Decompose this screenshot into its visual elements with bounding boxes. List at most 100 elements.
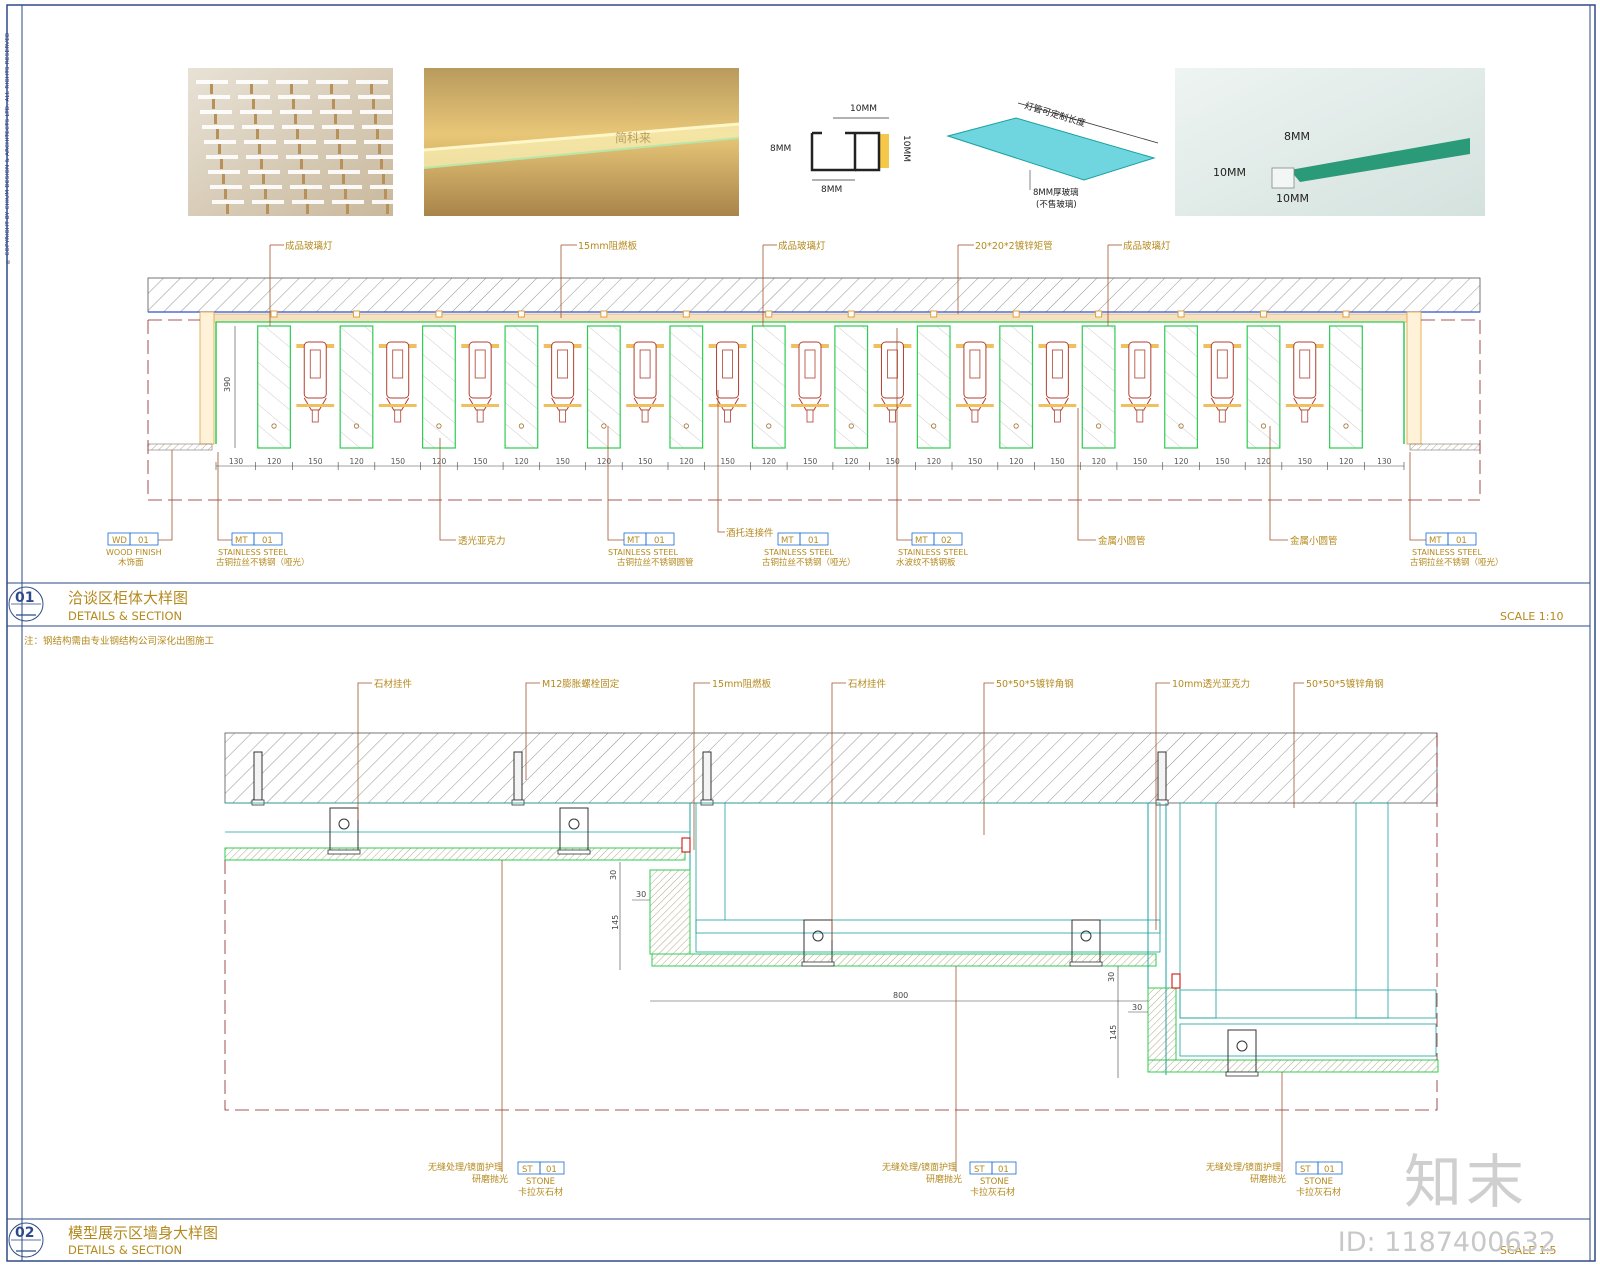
s2-dim-30d: 30 xyxy=(1132,1003,1142,1012)
svg-text:STONE: STONE xyxy=(980,1177,1009,1187)
svg-text:成品玻璃灯: 成品玻璃灯 xyxy=(1123,240,1171,252)
s2-title-cn: 模型展示区墙身大样图 xyxy=(68,1224,218,1242)
steel-tube xyxy=(1012,310,1020,318)
metal-tube xyxy=(931,423,937,429)
wine-bottle xyxy=(551,341,575,399)
acrylic-panel xyxy=(1329,325,1363,449)
svg-text:研磨抛光: 研磨抛光 xyxy=(926,1173,962,1185)
svg-text:STAINLESS STEEL: STAINLESS STEEL xyxy=(898,548,968,557)
anchor-bolt xyxy=(253,751,263,801)
s1-dim-23: 120 xyxy=(1174,457,1189,466)
s2-scale: SCALE 1:5 xyxy=(1500,1244,1556,1257)
profile-right-dim: 10MM xyxy=(901,135,911,162)
s1-dim-21: 120 xyxy=(1092,457,1107,466)
s1-note-acrylic: 透光亚克力 xyxy=(439,438,506,547)
s1-dim-5: 120 xyxy=(432,457,447,466)
s2-stone-tag-2: 无缝处理/镜面护理 研磨抛光 ST 01 STONE 卡拉灰石材 xyxy=(882,966,1017,1198)
anchor-bolt xyxy=(1157,751,1167,801)
photo-dim-10-bottom: 10MM xyxy=(1276,192,1309,205)
section-02-wall: 30 30 145 800 30 30 145 xyxy=(224,732,1439,1111)
wine-bottle xyxy=(716,341,740,399)
reference-photo-glass-edge: 8MM 10MM 10MM xyxy=(1175,68,1485,216)
svg-text:50*50*5镀锌角钢: 50*50*5镀锌角钢 xyxy=(1306,678,1384,690)
steel-tube xyxy=(1260,310,1268,318)
wine-bottle xyxy=(633,341,657,399)
reference-photo-glass-light: 简科来 xyxy=(423,68,740,216)
svg-text:STAINLESS STEEL: STAINLESS STEEL xyxy=(1412,548,1482,557)
steel-tube xyxy=(1095,310,1103,318)
s1-tag-wood: WD 01 WOOD FINISH 木饰面 xyxy=(106,450,173,568)
wine-bottle xyxy=(1210,341,1234,399)
s2-dim-800: 800 xyxy=(893,991,908,1000)
s1-dim-3: 120 xyxy=(349,457,364,466)
metal-tube xyxy=(436,423,442,429)
svg-text:研磨抛光: 研磨抛光 xyxy=(472,1173,508,1185)
svg-text:石材挂件: 石材挂件 xyxy=(374,678,413,690)
s1-dim-24: 150 xyxy=(1215,457,1230,466)
svg-text:古铜拉丝不锈钢（哑光）: 古铜拉丝不锈钢（哑光） xyxy=(762,557,856,568)
svg-text:水波纹不锈钢板: 水波纹不锈钢板 xyxy=(896,557,956,568)
svg-text:研磨抛光: 研磨抛光 xyxy=(1250,1173,1286,1185)
svg-text:成品玻璃灯: 成品玻璃灯 xyxy=(285,240,333,252)
steel-tube xyxy=(517,310,525,318)
svg-text:WOOD FINISH: WOOD FINISH xyxy=(106,548,162,557)
svg-text:STAINLESS STEEL: STAINLESS STEEL xyxy=(218,548,288,557)
glass-thickness-note: 8MM厚玻璃 xyxy=(1033,187,1079,198)
s1-note-tube-2: 金属小圆管 xyxy=(1269,426,1338,547)
s1-tag-steel-2: MT 01 STAINLESS STEEL 古铜拉丝不锈钢圆管 xyxy=(607,426,694,568)
s2-callout-5: 50*50*5镀锌角钢 xyxy=(983,678,1074,835)
svg-text:MT: MT xyxy=(627,536,640,546)
id-stamp: ID: 1187400632 xyxy=(1337,1227,1556,1258)
s1-dim-27: 120 xyxy=(1339,457,1354,466)
s1-dim-1: 120 xyxy=(267,457,282,466)
metal-tube xyxy=(1178,423,1184,429)
svg-text:STAINLESS STEEL: STAINLESS STEEL xyxy=(608,548,678,557)
steel-tube xyxy=(435,310,443,318)
stone-clamp xyxy=(329,807,359,853)
s1-callout-top-3: 成品玻璃灯 xyxy=(762,240,826,326)
svg-text:01: 01 xyxy=(808,536,819,546)
s1-callout-top-1: 成品玻璃灯 xyxy=(269,240,333,326)
svg-text:01: 01 xyxy=(998,1165,1009,1175)
s1-dim-18: 150 xyxy=(968,457,983,466)
s2-dim-30a: 30 xyxy=(609,870,618,880)
wine-bottle xyxy=(468,341,492,399)
s2-callout-4: 石材挂件 xyxy=(831,678,887,940)
svg-text:卡拉灰石材: 卡拉灰石材 xyxy=(1296,1186,1341,1198)
wine-bottle xyxy=(1128,341,1152,399)
svg-text:20*20*2镀锌矩管: 20*20*2镀锌矩管 xyxy=(975,240,1053,252)
acrylic-panel xyxy=(999,325,1034,449)
svg-text:无缝处理/镜面护理: 无缝处理/镜面护理 xyxy=(882,1161,957,1173)
photo-dim-10-left: 10MM xyxy=(1213,166,1246,179)
svg-text:无缝处理/镜面护理: 无缝处理/镜面护理 xyxy=(1206,1161,1281,1173)
s1-dim-16: 150 xyxy=(885,457,900,466)
metal-tube xyxy=(518,423,524,429)
metal-tube xyxy=(766,423,772,429)
s1-scale: SCALE 1:10 xyxy=(1500,610,1563,623)
s2-dim-145a: 145 xyxy=(611,915,620,930)
s2-callout-3: 15mm阻燃板 xyxy=(693,678,772,850)
s1-dim-20: 150 xyxy=(1050,457,1065,466)
s1-note-connector: 酒托连接件 xyxy=(717,390,774,539)
s1-callout-top-2: 15mm阻燃板 xyxy=(560,240,638,318)
steel-tube xyxy=(930,310,938,318)
acrylic-panel xyxy=(422,325,456,449)
s1-dim-11: 120 xyxy=(679,457,694,466)
svg-text:MT: MT xyxy=(1429,536,1442,546)
svg-text:透光亚克力: 透光亚克力 xyxy=(458,535,506,547)
steel-tube xyxy=(765,310,773,318)
acrylic-panel xyxy=(916,325,951,449)
acrylic-panel xyxy=(1164,325,1198,449)
svg-text:MT: MT xyxy=(781,536,794,546)
svg-text:01: 01 xyxy=(1456,536,1467,546)
s2-stone-tag-3: 无缝处理/镜面护理 研磨抛光 ST 01 STONE 卡拉灰石材 xyxy=(1206,1072,1343,1198)
s2-title-bar: 02 模型展示区墙身大样图 DETAILS & SECTION SCALE 1:… xyxy=(7,1218,1590,1258)
s2-dim-145b: 145 xyxy=(1109,1025,1118,1040)
svg-text:WD: WD xyxy=(112,536,127,546)
glass-panel-sketch: 灯管可定制长度 8MM厚玻璃 (不售玻璃) xyxy=(946,99,1159,210)
wine-bottle xyxy=(386,341,410,399)
s2-callout-1: 石材挂件 xyxy=(357,678,413,820)
profile-top-dim: 10MM xyxy=(850,104,877,114)
s1-dim-2: 150 xyxy=(308,457,323,466)
svg-text:ST: ST xyxy=(974,1165,985,1175)
